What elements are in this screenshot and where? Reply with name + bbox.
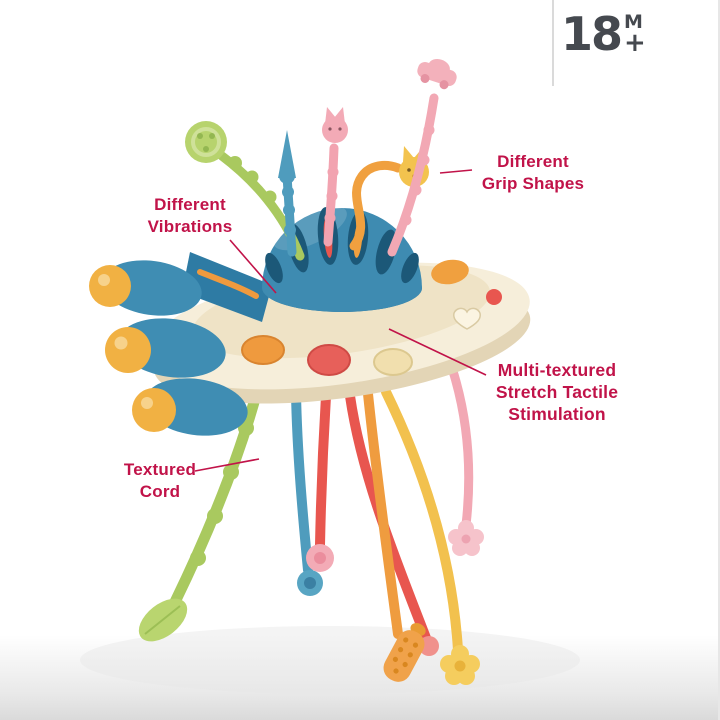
pull-cord-yellow-flower xyxy=(381,387,480,685)
pull-cord-green-leaf xyxy=(138,382,264,642)
wing-fin xyxy=(182,252,272,322)
annotation-textured-cord: Textured Cord xyxy=(105,459,215,503)
leader-lines xyxy=(194,169,487,472)
annotation-line: Stimulation xyxy=(508,404,606,424)
age-badge: 18 M + xyxy=(561,10,646,58)
pull-cord-orange-corn xyxy=(363,389,426,682)
annotation-line: Different xyxy=(154,195,226,214)
annotation-line: Stretch Tactile xyxy=(495,382,619,402)
annotation-different-vibrations: Different Vibrations xyxy=(128,194,252,238)
image-right-edge xyxy=(718,0,720,720)
annotation-line: Different xyxy=(497,152,569,171)
pull-cord-pink-flower xyxy=(447,363,484,556)
badge-divider-line xyxy=(552,0,554,86)
leader-grip-shapes xyxy=(439,169,473,174)
pull-cord-red-pink-disc xyxy=(306,391,334,572)
grip-pink-cat xyxy=(322,107,348,247)
annotation-different-grip-shapes: Different Grip Shapes xyxy=(468,151,598,195)
age-unit-months: M xyxy=(624,11,643,33)
leader-multi-textured xyxy=(388,328,487,376)
floor-shadow xyxy=(0,635,720,720)
annotation-line: Textured xyxy=(123,460,197,479)
leader-textured-cord xyxy=(194,458,260,472)
annotation-line: Cord xyxy=(139,482,181,501)
pull-cord-blue-disc xyxy=(291,387,323,596)
annotation-line: Vibrations xyxy=(147,217,233,236)
leader-vibrations xyxy=(229,239,277,294)
age-unit-column: M + xyxy=(624,11,646,58)
annotation-line: Multi-textured xyxy=(497,360,617,380)
grip-pink-car xyxy=(387,59,457,257)
age-unit-plus: + xyxy=(624,28,646,58)
annotation-multi-textured: Multi-textured Stretch Tactile Stimulati… xyxy=(482,359,632,425)
age-number: 18 xyxy=(561,7,623,61)
annotation-line: Grip Shapes xyxy=(481,174,585,193)
heart-cutout xyxy=(453,307,481,330)
grip-blue-tower xyxy=(278,130,297,257)
booster-pods xyxy=(89,252,272,436)
saucer-buttons xyxy=(241,259,502,376)
